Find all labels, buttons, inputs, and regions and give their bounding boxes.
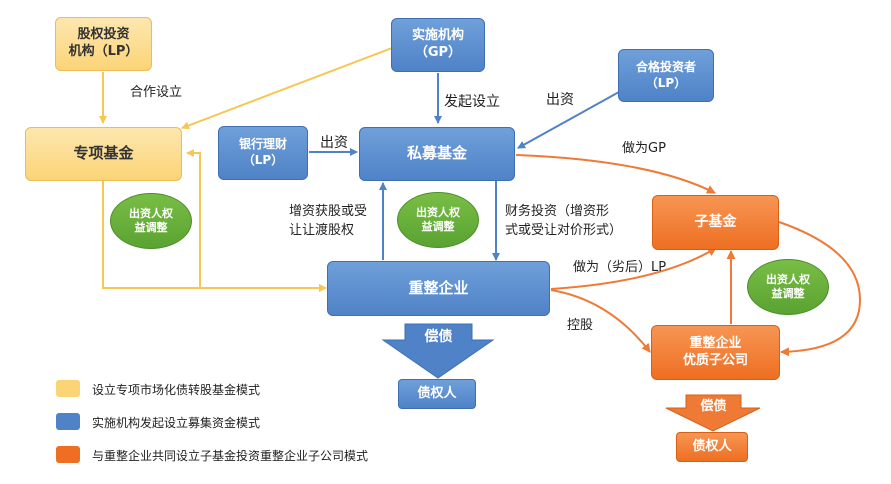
debt-repay-label-main: 偿债: [424, 329, 453, 345]
node-quality-subsidiary: 重整企业 优质子公司: [651, 325, 780, 380]
legend-swatch-orange: [56, 446, 80, 463]
edge-restructuring-to-special: [186, 149, 201, 288]
edge-special-to-restructuring: [102, 181, 327, 292]
edge-qualified-to-private: [517, 86, 629, 149]
node-creditors-main: 债权人: [398, 379, 476, 409]
node-private-fund: 私募基金: [359, 127, 515, 181]
legend-swatch-blue: [56, 413, 80, 430]
debt-arrow-main-shape: [381, 323, 495, 379]
equity-adjustment-oval-right: 出资人权 益调整: [747, 259, 829, 315]
node-sub-fund: 子基金: [652, 195, 779, 250]
node-restructuring-enterprise: 重整企业: [327, 261, 550, 316]
legend-text-orange: 与重整企业共同设立子基金投资重整企业子公司模式: [92, 449, 369, 463]
edge-label-as-lp: 做为（劣后）LP: [573, 260, 667, 275]
node-equity-investment-lp: 股权投资 机构（LP）: [55, 17, 152, 71]
edge-subfund-to-qualitysub: [778, 221, 862, 357]
edge-gp-to-special: [181, 47, 393, 130]
legend-text-yellow: 设立专项市场化债转股基金模式: [92, 383, 261, 397]
edge-label-financial-investment: 财务投资（增资形 式或受让对价形式）: [505, 204, 623, 238]
legend-swatch-yellow: [56, 380, 80, 397]
node-creditors-sub: 债权人: [676, 432, 748, 462]
legend-text-blue: 实施机构发起设立募集资金模式: [92, 416, 261, 430]
edge-label-invest-qualified: 出资: [546, 92, 574, 108]
node-qualified-investor-lp: 合格投资者 （LP）: [618, 49, 714, 102]
edge-label-cooperate: 合作设立: [130, 85, 183, 100]
edge-restructuring-to-subfund: [550, 247, 717, 290]
edge-label-capital-increase: 增资获股或受 让让渡股权: [289, 204, 368, 238]
edge-label-control: 控股: [567, 318, 594, 333]
node-implementing-institution-gp: 实施机构 （GP）: [391, 18, 485, 72]
debt-repay-label-sub: 偿债: [700, 399, 727, 414]
edge-label-as-gp: 做为GP: [622, 141, 666, 156]
edge-label-initiate: 发起设立: [444, 94, 500, 110]
equity-adjustment-oval-middle: 出资人权 益调整: [397, 192, 479, 248]
debt-arrow-sub-shape: [665, 394, 761, 432]
node-bank-wealth-management-lp: 银行理财 （LP）: [218, 126, 308, 180]
edge-private-to-subfund: [515, 154, 716, 194]
edge-label-invest-bank: 出资: [320, 135, 348, 151]
edge-restructuring-to-qualitysub: [550, 289, 651, 353]
node-special-fund: 专项基金: [25, 127, 182, 181]
equity-adjustment-oval-left: 出资人权 益调整: [110, 193, 192, 249]
